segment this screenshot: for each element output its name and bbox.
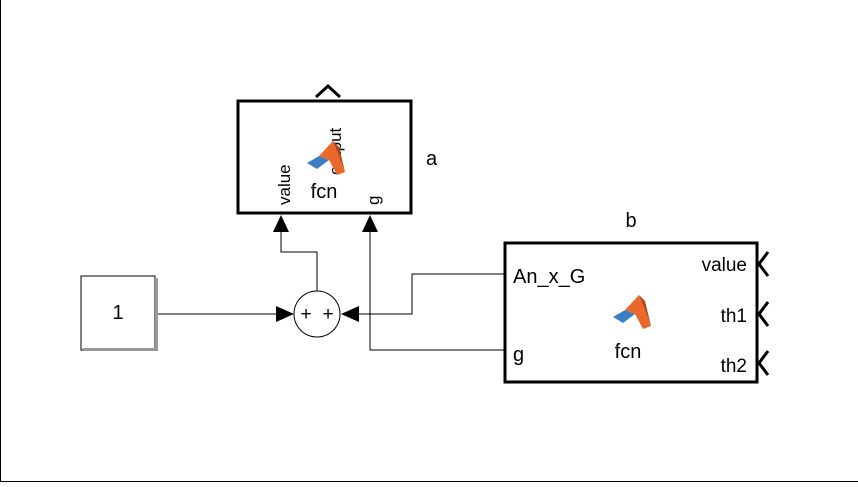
block-a-function-label: fcn bbox=[311, 181, 338, 203]
sum-sign-left: + bbox=[300, 304, 311, 325]
constant-block-shadow-right bbox=[155, 278, 158, 351]
matlab-icon bbox=[307, 141, 345, 175]
block-b-output-label-th2: th2 bbox=[721, 356, 747, 377]
block-b[interactable]: An_x_G g value th1 th2 fcn bbox=[503, 241, 770, 384]
constant-block[interactable]: 1 bbox=[80, 275, 158, 351]
matlab-icon bbox=[613, 295, 651, 329]
arrowhead-sum-left bbox=[276, 306, 294, 322]
sum-block[interactable]: + + bbox=[293, 290, 341, 338]
arrowhead-sum-right bbox=[341, 306, 359, 322]
wire-sum-to-a-value[interactable] bbox=[280, 231, 318, 291]
constant-block-body[interactable] bbox=[80, 275, 156, 351]
block-b-name: b bbox=[625, 210, 636, 232]
block-b-output-port-th2[interactable] bbox=[757, 350, 770, 376]
wire-b-anxg-to-sum[interactable] bbox=[359, 273, 505, 315]
block-a-output-port[interactable] bbox=[314, 83, 342, 99]
block-b-output-port-th1[interactable] bbox=[757, 301, 770, 327]
constant-value: 1 bbox=[112, 302, 123, 324]
wire-b-g-to-a-g[interactable] bbox=[369, 231, 505, 351]
block-a-input-label-g: g bbox=[364, 196, 383, 205]
sum-sign-right: + bbox=[322, 304, 333, 325]
constant-block-shadow bbox=[83, 348, 157, 351]
arrowhead-a-value bbox=[273, 215, 289, 232]
block-b-function-label: fcn bbox=[615, 341, 642, 363]
block-a[interactable]: value g output fcn bbox=[236, 83, 413, 215]
block-a-name: a bbox=[426, 148, 438, 170]
block-b-body[interactable] bbox=[503, 241, 759, 384]
block-b-output-port-value[interactable] bbox=[757, 251, 770, 277]
block-b-input-label-g: g bbox=[513, 344, 524, 366]
block-b-output-label-value: value bbox=[702, 255, 747, 276]
arrowhead-a-g bbox=[362, 215, 378, 232]
block-b-output-label-th1: th1 bbox=[721, 306, 747, 327]
block-a-input-label-value: value bbox=[275, 164, 294, 205]
block-b-input-label-an-x-g: An_x_G bbox=[513, 266, 585, 288]
